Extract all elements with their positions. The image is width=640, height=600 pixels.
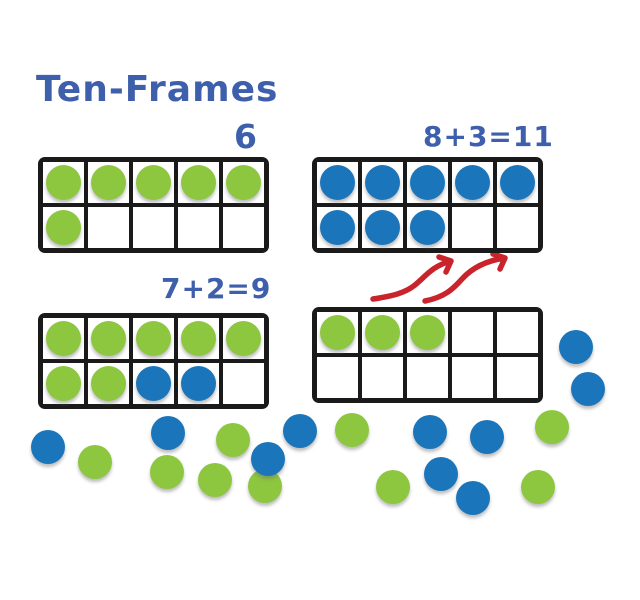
scattered-green-dot [216,423,250,457]
frame-cell [407,357,448,398]
green-counter-dot [181,165,216,200]
green-counter-dot [91,165,126,200]
green-counter-dot [226,321,261,356]
green-counter-dot [46,366,81,401]
scattered-blue-dot [283,414,317,448]
frame-cell [497,312,538,353]
frame-cell [362,357,403,398]
green-counter-dot [46,210,81,245]
ten-frame-six [38,157,269,253]
frame-cell [133,318,174,359]
blue-counter-dot [410,210,445,245]
frame-cell [497,162,538,203]
frame-cell [88,207,129,248]
ten-frame-seven-plus-two [38,313,269,409]
frame-cell [178,363,219,404]
green-counter-dot [91,321,126,356]
ten-frame-seven-plus-two-label: 7+2=9 [161,272,272,305]
frame-cell [178,318,219,359]
blue-counter-dot [455,165,490,200]
frame-cell [178,207,219,248]
scattered-green-dot [521,470,555,504]
frame-cell [223,363,264,404]
blue-counter-dot [136,366,171,401]
frame-cell [452,162,493,203]
scattered-green-dot [78,445,112,479]
blue-counter-dot [320,165,355,200]
ten-frame-six-label: 6 [234,117,258,156]
frame-cell [43,162,84,203]
frame-cell [317,357,358,398]
red-arrow-icon [422,251,508,304]
ten-frame-three [312,307,543,403]
frame-cell [452,357,493,398]
scattered-blue-dot [151,416,185,450]
frame-cell [178,162,219,203]
scattered-blue-dot [470,420,504,454]
scattered-green-dot [335,413,369,447]
page-title: Ten-Frames [36,69,279,110]
frame-cell [407,312,448,353]
frame-cell [88,363,129,404]
ten-frame-eight-plus-three-label: 8+3=11 [423,120,554,153]
frame-cell [317,162,358,203]
frame-cell [88,162,129,203]
scattered-blue-dot [31,430,65,464]
green-counter-dot [136,321,171,356]
frame-cell [497,207,538,248]
scattered-green-dot [376,470,410,504]
green-counter-dot [91,366,126,401]
frame-cell [317,207,358,248]
green-counter-dot [320,315,355,350]
frame-cell [317,312,358,353]
frame-cell [43,318,84,359]
ten-frame-eight-plus-three [312,157,543,253]
frame-cell [88,318,129,359]
frame-cell [452,312,493,353]
scattered-blue-dot [424,457,458,491]
green-counter-dot [410,315,445,350]
scattered-blue-dot [559,330,593,364]
green-counter-dot [226,165,261,200]
scattered-blue-dot [456,481,490,515]
frame-cell [223,162,264,203]
frame-cell [362,207,403,248]
frame-cell [223,318,264,359]
red-arrow-icon [370,254,454,302]
blue-counter-dot [320,210,355,245]
scattered-green-dot [198,463,232,497]
green-counter-dot [365,315,400,350]
frame-cell [407,162,448,203]
green-counter-dot [136,165,171,200]
frame-cell [133,363,174,404]
blue-counter-dot [410,165,445,200]
scattered-blue-dot [413,415,447,449]
blue-counter-dot [365,165,400,200]
scattered-green-dot [535,410,569,444]
frame-cell [133,207,174,248]
blue-counter-dot [365,210,400,245]
frame-cell [407,207,448,248]
frame-cell [362,162,403,203]
scattered-blue-dot [571,372,605,406]
green-counter-dot [46,321,81,356]
frame-cell [223,207,264,248]
green-counter-dot [46,165,81,200]
blue-counter-dot [500,165,535,200]
blue-counter-dot [181,366,216,401]
frame-cell [133,162,174,203]
frame-cell [43,363,84,404]
frame-cell [362,312,403,353]
frame-cell [452,207,493,248]
frame-cell [43,207,84,248]
scattered-blue-dot [251,442,285,476]
green-counter-dot [181,321,216,356]
frame-cell [497,357,538,398]
scattered-green-dot [150,455,184,489]
